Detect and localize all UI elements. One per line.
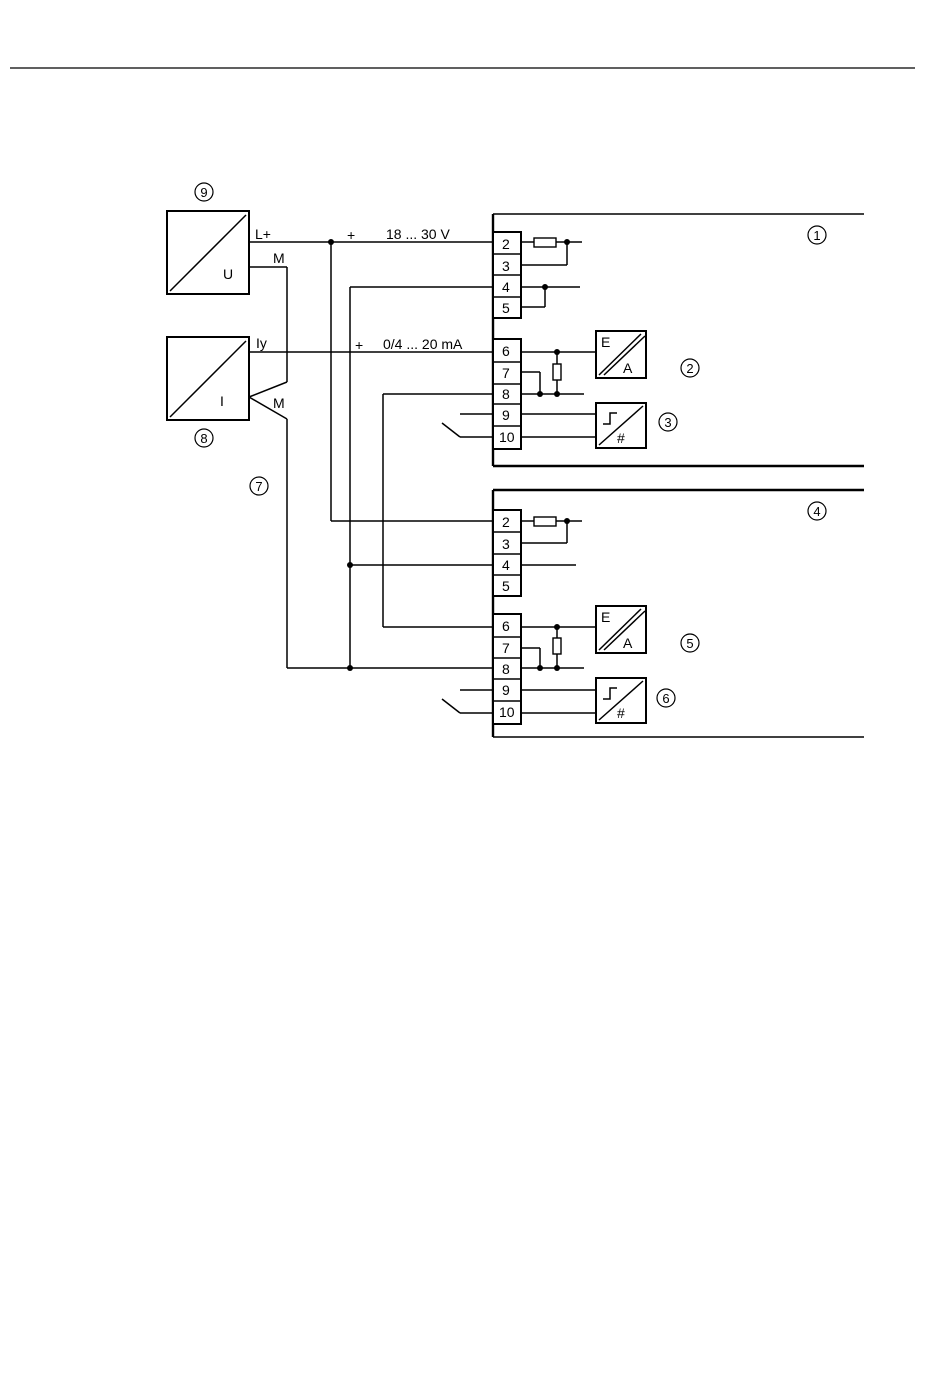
supply-voltage-label: 18 ... 30 V [386, 226, 450, 242]
terminal: 3 [502, 536, 510, 552]
callout-9: 9 [195, 183, 213, 201]
analog-converter: E A [596, 606, 646, 653]
callout-7: 7 [250, 477, 268, 495]
signal-range-label: 0/4 ... 20 mA [383, 336, 463, 352]
terminal: 10 [499, 429, 515, 445]
terminal: 7 [502, 640, 510, 656]
svg-text:E: E [601, 609, 610, 625]
terminal: 9 [502, 407, 510, 423]
svg-text:6: 6 [662, 691, 669, 706]
svg-text:9: 9 [200, 185, 207, 200]
svg-text:8: 8 [200, 431, 207, 446]
terminal: 8 [502, 386, 510, 402]
svg-text:7: 7 [255, 479, 262, 494]
svg-text:A: A [623, 360, 633, 376]
terminal-block-io: 6 7 8 9 10 [493, 614, 521, 724]
terminal: 7 [502, 365, 510, 381]
binary-converter: # [596, 678, 646, 723]
callout-4: 4 [808, 502, 826, 520]
svg-text:2: 2 [686, 361, 693, 376]
callout-5: 5 [681, 634, 699, 652]
svg-text:#: # [617, 430, 625, 446]
resistor [534, 517, 556, 526]
power-supply-lplus-label: L+ [255, 226, 271, 242]
callout-3: 3 [659, 413, 677, 431]
svg-text:E: E [601, 334, 610, 350]
terminal: 5 [502, 300, 510, 316]
signal-plus-label: + [355, 337, 363, 353]
current-source-iy-label: Iy [256, 335, 267, 351]
svg-text:A: A [623, 635, 633, 651]
resistor [534, 238, 556, 247]
svg-text:1: 1 [813, 228, 820, 243]
callout-8: 8 [195, 429, 213, 447]
terminal: 4 [502, 279, 510, 295]
callout-1: 1 [808, 226, 826, 244]
terminal-block-io: 6 7 8 9 10 [493, 339, 521, 449]
callout-6: 6 [657, 689, 675, 707]
terminal: 6 [502, 618, 510, 634]
svg-text:3: 3 [664, 415, 671, 430]
terminal: 4 [502, 557, 510, 573]
svg-text:#: # [617, 705, 625, 721]
terminal: 5 [502, 578, 510, 594]
terminal: 2 [502, 236, 510, 252]
svg-text:4: 4 [813, 504, 820, 519]
terminal: 3 [502, 258, 510, 274]
device-1: 2 3 4 5 6 7 8 9 10 [493, 214, 864, 466]
device-4: 2 3 4 5 6 7 8 9 10 [493, 490, 864, 737]
binary-converter: # [596, 403, 646, 448]
power-supply-symbol: U [223, 266, 233, 282]
terminal-block-supply: 2 3 4 5 [493, 232, 521, 318]
callout-2: 2 [681, 359, 699, 377]
supply-plus-label: + [347, 227, 355, 243]
power-supply-m-label: M [273, 250, 285, 266]
terminal-block-supply: 2 3 4 5 [493, 510, 521, 596]
terminal: 8 [502, 661, 510, 677]
svg-text:5: 5 [686, 636, 693, 651]
analog-converter: E A [596, 331, 646, 378]
terminal: 9 [502, 682, 510, 698]
current-source-symbol: I [220, 393, 224, 409]
resistor [553, 638, 561, 654]
current-source-m-label: M [273, 395, 285, 411]
terminal: 2 [502, 514, 510, 530]
terminal: 10 [499, 704, 515, 720]
resistor [553, 364, 561, 380]
wires [249, 242, 493, 713]
power-supply: U L+ M [167, 211, 285, 294]
terminal: 6 [502, 343, 510, 359]
